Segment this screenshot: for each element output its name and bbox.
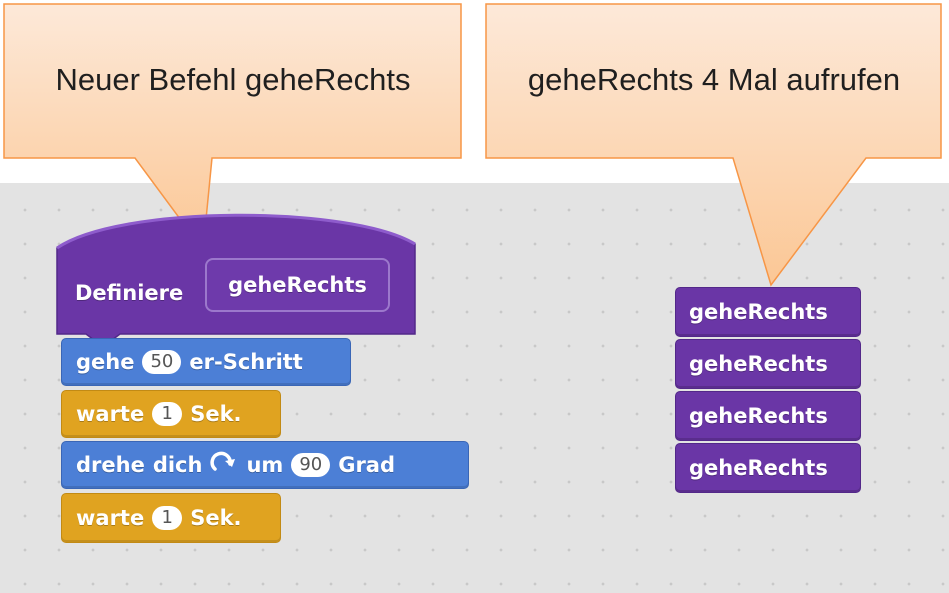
turn-block[interactable]: drehe dich um 90 Grad <box>61 441 469 489</box>
define-keyword: Definiere <box>75 281 184 305</box>
block-word: gehe <box>76 350 135 374</box>
seconds-input[interactable]: 1 <box>152 402 183 426</box>
block-word: Sek. <box>190 506 242 530</box>
callout-text: geheRechts 4 Mal aufrufen <box>527 62 901 97</box>
callout-call-four-times: geheRechts 4 Mal aufrufen <box>485 0 945 290</box>
wait-block[interactable]: warte 1 Sek. <box>61 390 281 438</box>
call-block-label: geheRechts <box>689 300 828 324</box>
degrees-input[interactable]: 90 <box>291 453 331 477</box>
call-block-label: geheRechts <box>689 352 828 376</box>
move-steps-block[interactable]: gehe 50 er-Schritt <box>61 338 351 386</box>
callout-text: Neuer Befehl geheRechts <box>55 62 411 97</box>
callout-new-command: Neuer Befehl geheRechts <box>0 0 470 260</box>
define-prototype[interactable]: geheRechts <box>205 258 390 312</box>
rotate-clockwise-icon <box>210 451 238 479</box>
call-block-geherechts[interactable]: geheRechts <box>675 391 861 441</box>
block-word: Grad <box>338 453 396 477</box>
block-word: um <box>246 453 284 477</box>
block-word: dich <box>152 453 203 477</box>
call-block-label: geheRechts <box>689 404 828 428</box>
callout-shape <box>485 3 942 287</box>
call-block-geherechts[interactable]: geheRechts <box>675 287 861 337</box>
wait-block[interactable]: warte 1 Sek. <box>61 493 281 543</box>
block-word: Sek. <box>190 402 242 426</box>
block-word: warte <box>76 402 145 426</box>
block-word: warte <box>76 506 145 530</box>
block-word: drehe <box>76 453 145 477</box>
callout-shape <box>3 3 462 253</box>
steps-input[interactable]: 50 <box>142 350 182 374</box>
call-block-geherechts[interactable]: geheRechts <box>675 443 861 493</box>
call-block-label: geheRechts <box>689 456 828 480</box>
call-block-geherechts[interactable]: geheRechts <box>675 339 861 389</box>
seconds-input[interactable]: 1 <box>152 506 183 530</box>
block-word: er-Schritt <box>189 350 303 374</box>
